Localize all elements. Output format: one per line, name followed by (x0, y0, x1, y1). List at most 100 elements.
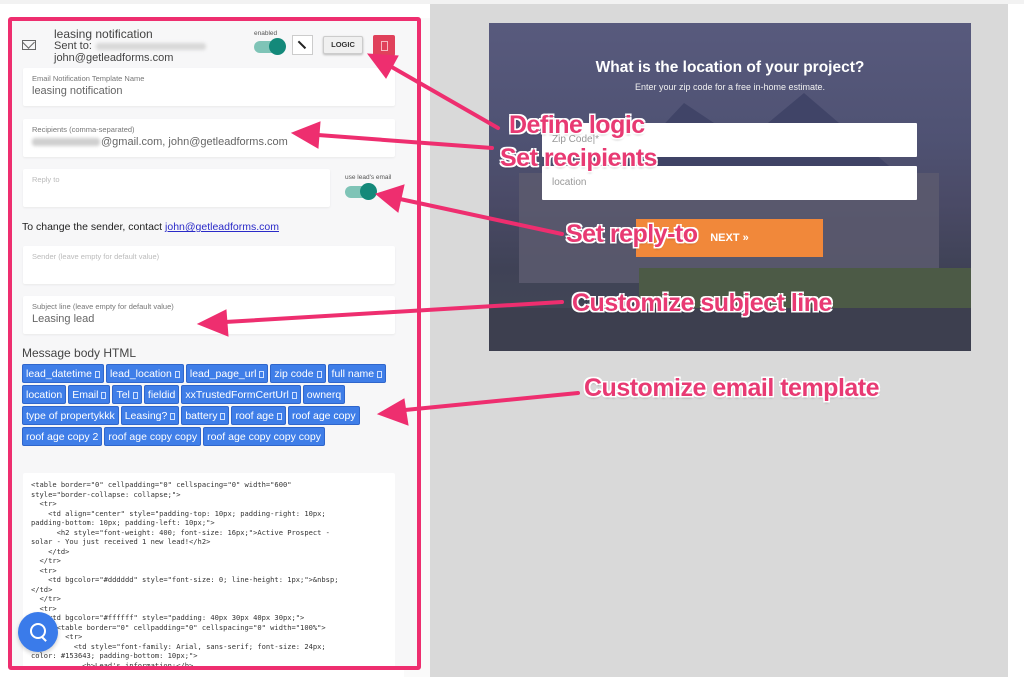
reply-to-field[interactable]: Reply to (23, 169, 330, 207)
field-chip[interactable]: Tel (112, 385, 142, 404)
trash-icon[interactable] (174, 371, 180, 378)
code-line: <tr> (31, 565, 57, 575)
template-name-field[interactable]: Email Notification Template Name leasing… (23, 68, 395, 106)
field-chip[interactable]: ownerq (302, 385, 346, 404)
toggle-knob (360, 183, 377, 200)
redacted-recipient (32, 138, 100, 147)
top-divider (0, 0, 1024, 4)
chip-label: lead_page_url (189, 368, 257, 380)
field-chip[interactable]: zip code (270, 364, 326, 383)
trash-icon[interactable] (316, 371, 322, 378)
code-line: </td> (31, 546, 70, 556)
trash-icon[interactable] (220, 413, 226, 420)
field-chip[interactable]: roof age copy copy copy (203, 427, 325, 446)
trash-icon[interactable] (377, 371, 383, 378)
chip-label: ownerq (306, 389, 342, 401)
chip-label: lead_datetime (26, 368, 92, 380)
chip-label: Email (72, 389, 99, 401)
chip-label: roof age (235, 410, 274, 422)
field-chip[interactable]: roof age copy 2 (22, 427, 103, 446)
field-chip[interactable]: Leasing? (120, 406, 180, 425)
code-line: </td> (31, 584, 53, 594)
field-chip[interactable]: lead_datetime (22, 364, 104, 383)
logic-button[interactable]: LOGIC (323, 36, 363, 54)
trash-icon[interactable] (276, 413, 282, 420)
trash-icon[interactable] (291, 392, 297, 399)
chip-label: roof age copy copy copy (207, 431, 321, 443)
chip-label: fieldid (147, 389, 176, 401)
field-chip[interactable]: lead_page_url (185, 364, 269, 383)
driveway-image (489, 308, 971, 351)
sent-to-email: john@getleadforms.com (54, 52, 174, 64)
field-chip[interactable]: location (22, 385, 67, 404)
redacted-email (95, 42, 206, 50)
field-chip[interactable]: Email (68, 385, 111, 404)
chip-label: zip code (274, 368, 314, 380)
template-name-label: Email Notification Template Name (32, 74, 145, 83)
recipients-field[interactable]: Recipients (comma-separated) @gmail.com,… (23, 119, 395, 157)
trash-icon[interactable] (259, 371, 265, 378)
search-fab-button[interactable] (18, 612, 58, 652)
zip-code-input[interactable]: Zip Code|* (542, 123, 917, 157)
zip-code-placeholder: Zip Code|* (552, 134, 600, 145)
code-line: <td bgcolor="#ffffff" style="padding: 40… (31, 613, 305, 622)
message-body-title: Message body HTML (22, 346, 137, 360)
trash-icon[interactable] (132, 392, 138, 399)
code-line: <h2 style="font-weight: 400; font-size: … (31, 527, 330, 537)
notification-header: leasing notification Sent to: john@getle… (10, 18, 405, 68)
field-chip[interactable]: lead_location (105, 364, 184, 383)
sender-contact-link[interactable]: john@getleadforms.com (165, 221, 279, 233)
field-chip[interactable]: roof age copy (287, 406, 360, 425)
preview-title: What is the location of your project? (595, 59, 865, 76)
sent-to-label: Sent to: (54, 40, 92, 52)
use-leads-email-toggle[interactable] (345, 183, 377, 200)
subject-line-label: Subject line (leave empty for default va… (32, 302, 174, 311)
field-chip[interactable]: fieldid (143, 385, 180, 404)
code-line: </tr> (31, 556, 61, 565)
chip-label: roof age copy 2 (26, 431, 99, 443)
field-chip[interactable]: roof age copy copy (104, 427, 202, 446)
code-line: <td style="font-family: Arial, sans-seri… (31, 641, 326, 651)
reply-to-placeholder: Reply to (32, 175, 60, 184)
chip-label: Tel (116, 389, 130, 401)
sender-field[interactable]: Sender (leave empty for default value) (23, 246, 395, 284)
callout-set-recipients: Set recipients (500, 144, 657, 172)
template-name-value: leasing notification (32, 85, 123, 97)
field-chip[interactable]: type of propertykkk (22, 406, 119, 425)
delete-button[interactable] (373, 35, 395, 56)
code-line: <b>Lead's information:</b> (31, 660, 194, 670)
recipients-value: @gmail.com, john@getleadforms.com (101, 136, 288, 148)
subject-line-field[interactable]: Subject line (leave empty for default va… (23, 296, 395, 334)
code-line: <table border="0" cellpadding="0" cellsp… (31, 480, 292, 489)
notification-title: leasing notification (54, 27, 153, 41)
callout-customize-template: Customize email template (584, 374, 880, 402)
code-line: <table border="0" cellpadding="0" cellsp… (31, 622, 326, 632)
code-line: </tr> (31, 594, 61, 603)
code-line: <td bgcolor="#dddddd" style="font-size: … (31, 575, 339, 584)
code-line: style="border-collapse: collapse;"> (31, 489, 181, 499)
code-line: <tr> (31, 499, 57, 508)
next-button[interactable]: NEXT » (636, 219, 823, 257)
field-chip[interactable]: roof age (231, 406, 286, 425)
chip-label: location (26, 389, 63, 401)
location-input[interactable]: location (542, 166, 917, 200)
enabled-label: enabled (254, 30, 278, 37)
enabled-toggle[interactable] (254, 38, 286, 55)
field-chip[interactable]: full name (327, 364, 387, 383)
recipients-label: Recipients (comma-separated) (32, 125, 135, 134)
sender-note: To change the sender, contact john@getle… (22, 221, 279, 233)
trash-icon[interactable] (170, 413, 176, 420)
trash-icon[interactable] (101, 392, 107, 399)
field-chip[interactable]: xxTrustedFormCertUrl (181, 385, 301, 404)
form-preview: What is the location of your project? En… (489, 23, 971, 351)
trash-icon[interactable] (94, 371, 100, 378)
message-body-code-editor[interactable]: <table border="0" cellpadding="0" cellsp… (23, 473, 395, 670)
field-chip[interactable]: battery (181, 406, 230, 425)
edit-pencil-button[interactable] (292, 35, 313, 55)
callout-define-logic: Define logic (509, 111, 645, 139)
toggle-knob (269, 38, 286, 55)
field-chip-list: lead_datetime lead_location lead_page_ur… (22, 364, 394, 446)
recipients-value-line: @gmail.com, john@getleadforms.com (32, 136, 288, 148)
chip-label: Leasing? (124, 410, 168, 422)
chip-label: type of propertykkk (26, 410, 115, 422)
